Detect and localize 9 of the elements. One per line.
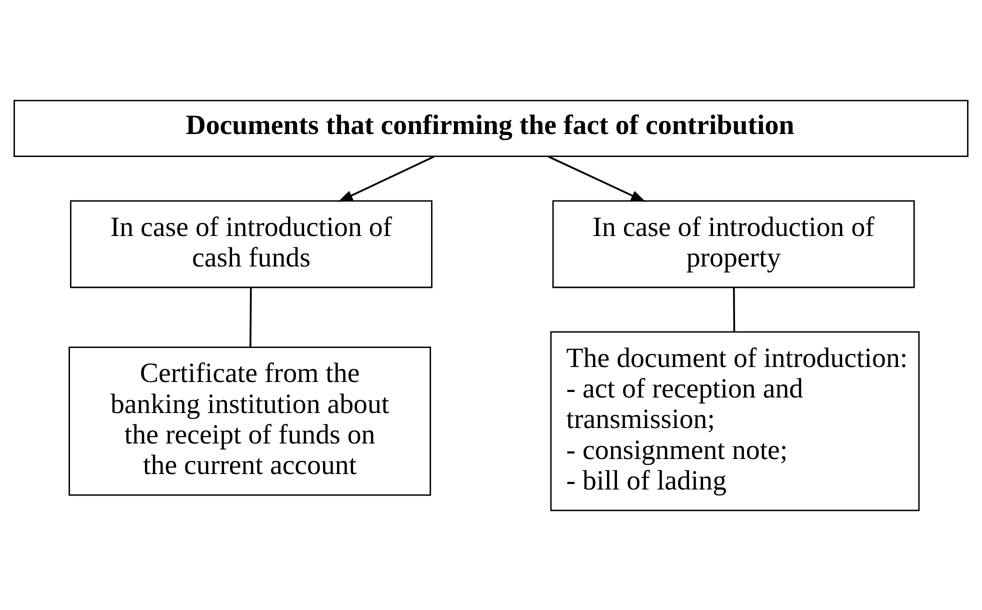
arrow <box>548 155 646 202</box>
node-box: Certificate from the banking institution about the receipt of funds on the current account <box>68 346 432 496</box>
node-box: Documents that confirming the fact of contribution <box>14 99 968 157</box>
connector <box>250 287 252 346</box>
node-box: The document of introduction: - act of reception and transmission; - consignment note; - bill of lading <box>550 330 920 511</box>
arrow <box>338 155 435 202</box>
node-box: In case of introduction of cash funds <box>70 200 432 288</box>
connector <box>733 287 736 332</box>
node-box: In case of introduction of property <box>552 200 915 288</box>
